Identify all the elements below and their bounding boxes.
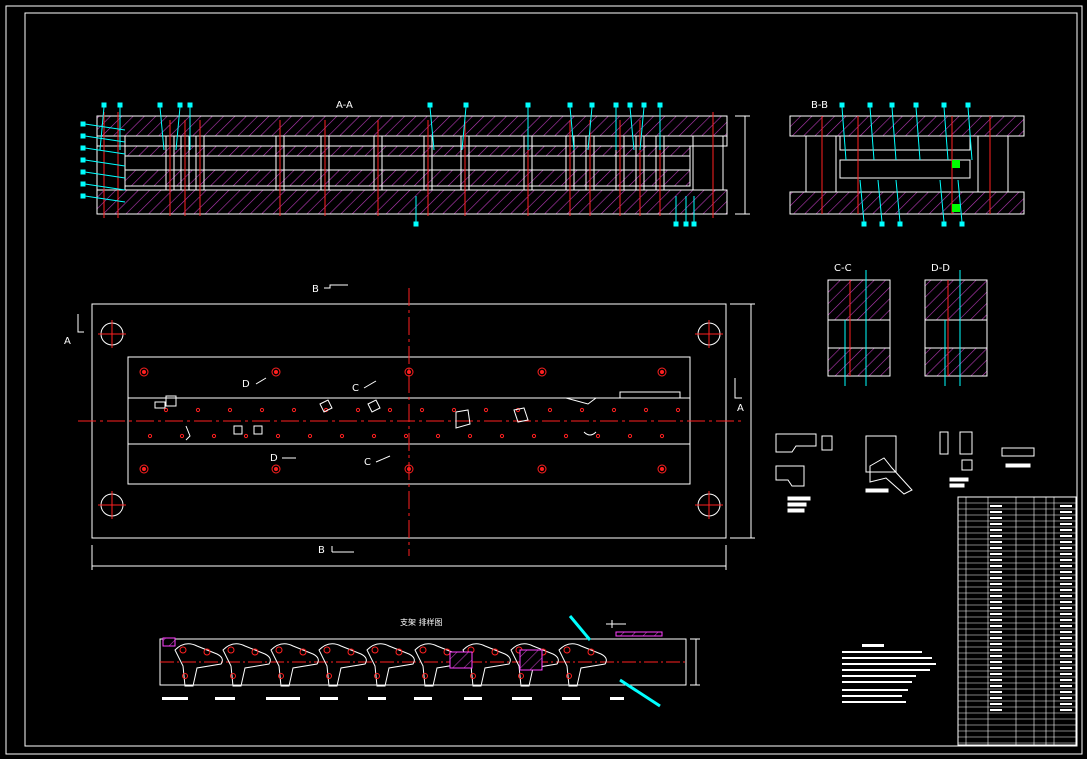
technical-notes xyxy=(842,644,936,703)
plan-view: B B A A D D C C xyxy=(64,284,755,570)
parts-list-table xyxy=(957,496,1077,746)
section-aa-view: A-A xyxy=(80,100,750,227)
view-c-label-top: C xyxy=(352,383,359,394)
sheet-inner-frame xyxy=(24,12,1078,747)
section-bb-view: B-B xyxy=(789,100,1025,227)
view-d-label-top: D xyxy=(242,379,250,390)
plan-punch-shapes xyxy=(154,391,681,441)
strip-layout-title: 支架 排样图 xyxy=(400,617,443,627)
view-b-label-bottom: B xyxy=(318,545,325,556)
view-a-label-right: A xyxy=(737,403,744,414)
section-dd-view: D-D xyxy=(924,263,988,386)
view-a-label-left: A xyxy=(64,336,71,347)
strip-layout: 支架 排样图 xyxy=(159,615,700,708)
part-detail-views xyxy=(775,431,1035,513)
view-b-label-top: B xyxy=(312,284,319,295)
section-bb-label: B-B xyxy=(811,100,828,111)
section-cc-view: C-C xyxy=(827,263,891,386)
section-dd-label: D-D xyxy=(931,263,950,274)
view-d-label-bottom: D xyxy=(270,453,278,464)
view-c-label-bottom: C xyxy=(364,457,371,468)
section-aa-label: A-A xyxy=(336,100,353,111)
section-cc-label: C-C xyxy=(834,263,852,274)
sheet-outer-frame xyxy=(5,5,1083,755)
